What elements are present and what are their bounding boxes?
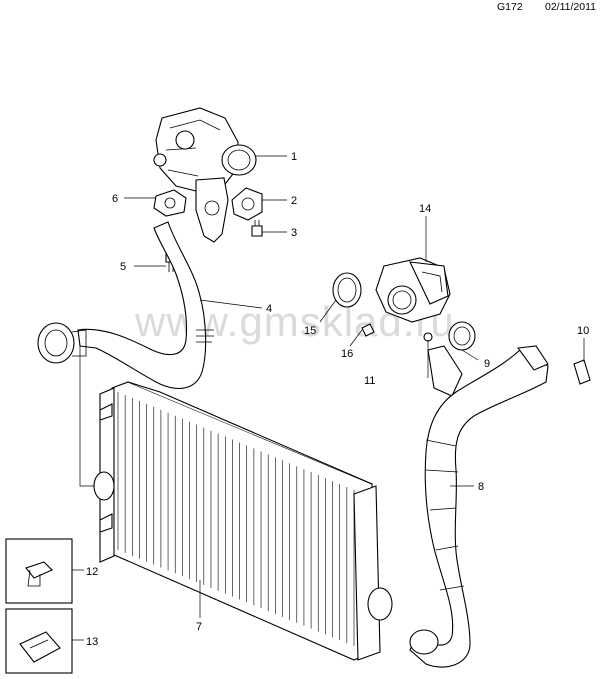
seal-9[interactable]	[448, 321, 476, 351]
callout-13: 13	[86, 636, 98, 648]
callout-1: 1	[291, 151, 297, 163]
bracket-11[interactable]	[423, 332, 463, 397]
callout-9: 9	[484, 358, 490, 370]
leader-lines	[72, 155, 585, 641]
bolt-10[interactable]	[573, 359, 591, 385]
gasket-6[interactable]	[153, 189, 187, 217]
callout-10: 10	[577, 325, 589, 337]
diagram-date: 02/11/2011	[545, 1, 596, 13]
bolt-3[interactable]	[251, 220, 263, 237]
callout-12: 12	[86, 566, 98, 578]
callout-14: 14	[419, 203, 431, 215]
callout-16: 16	[341, 348, 353, 360]
charge-air-hose-4[interactable]	[37, 221, 214, 390]
throttle-body[interactable]	[375, 257, 451, 323]
callout-15: 15	[304, 325, 316, 337]
callout-6: 6	[112, 193, 118, 205]
intercooler[interactable]	[93, 381, 393, 661]
callout-5: 5	[120, 261, 126, 273]
charge-air-hose-8[interactable]	[409, 345, 549, 668]
bolt-16[interactable]	[361, 323, 375, 337]
gasket[interactable]	[231, 187, 263, 221]
diagram-code: G172	[497, 1, 523, 13]
callout-11: 11	[364, 375, 375, 387]
inset-clip-13[interactable]	[5, 608, 73, 674]
turbocharger[interactable]	[153, 107, 257, 243]
callout-7: 7	[196, 621, 202, 633]
callout-2: 2	[291, 195, 297, 207]
callout-8: 8	[478, 481, 484, 493]
callout-4: 4	[266, 303, 272, 315]
inset-bolt-12[interactable]	[5, 538, 73, 604]
callout-3: 3	[291, 227, 297, 239]
o-ring-15[interactable]	[332, 272, 362, 308]
